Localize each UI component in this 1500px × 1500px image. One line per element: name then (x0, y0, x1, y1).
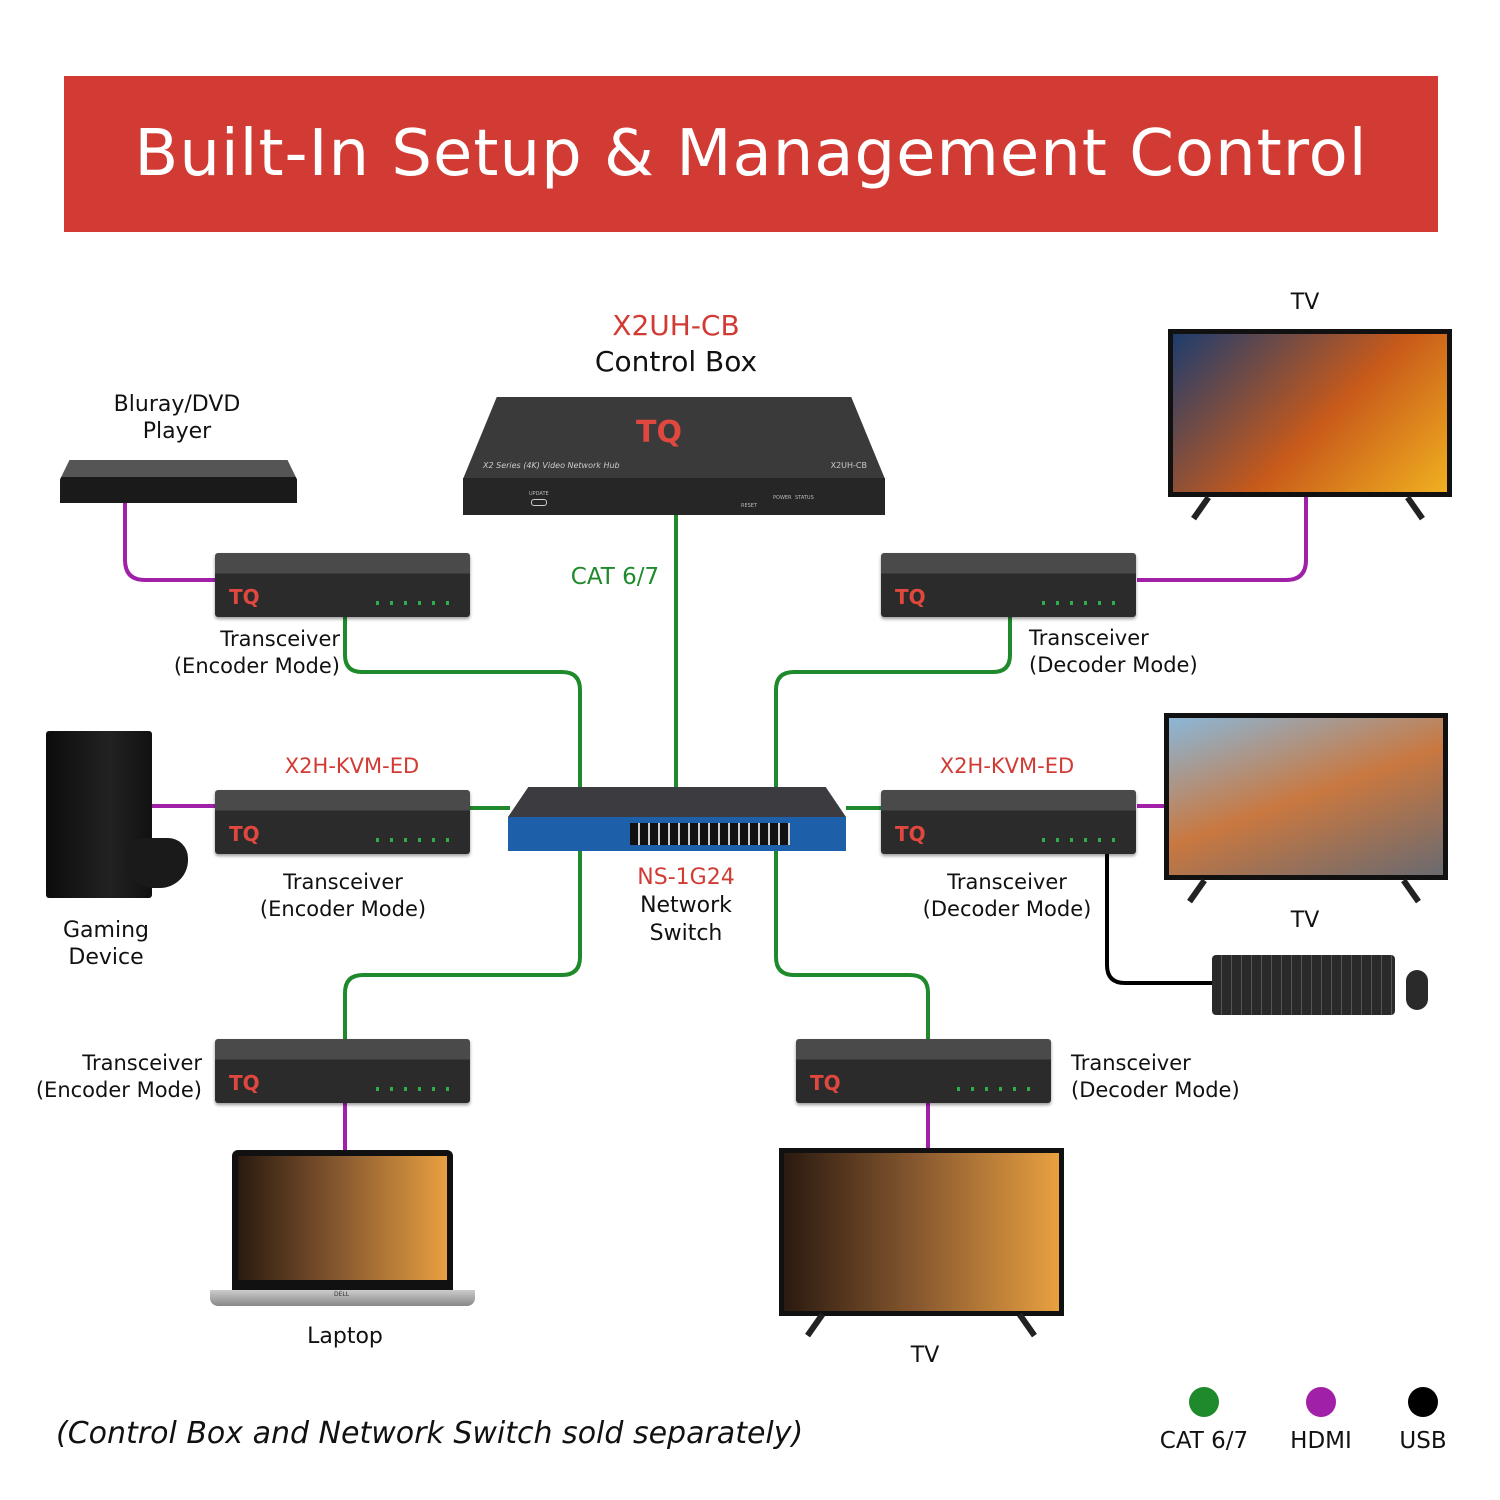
cat-cable-t1 (343, 617, 582, 787)
transceiver-4-label: Transceiver(Decoder Mode) (922, 870, 1092, 921)
keyboard-device (1212, 955, 1395, 1015)
mouse-device (1406, 970, 1428, 1010)
transceiver-encoder-1: TQ (215, 553, 470, 617)
transceiver-1-label: Transceiver(Encoder Mode) (173, 627, 340, 678)
transceiver-2-label: Transceiver(Decoder Mode) (1029, 626, 1198, 677)
switch-name-1: Network (640, 893, 732, 918)
usb-cable-keyboard (1105, 853, 1212, 985)
tv-mid-device (1164, 713, 1448, 880)
laptop-base: DELL (210, 1290, 475, 1306)
switch-model: NS-1G24 (637, 865, 735, 890)
tv-bottom-device (779, 1148, 1064, 1316)
control-box-model: X2UH-CB (612, 309, 740, 342)
panel-model: X2UH-CB (830, 461, 867, 470)
control-box-name: Control Box (594, 345, 758, 378)
cat-cable-t2 (774, 617, 1012, 787)
game-controller-icon (125, 838, 188, 888)
transceiver-3-model: X2H-KVM-ED (284, 754, 420, 778)
panel-text: X2 Series (4K) Video Network Hub (483, 461, 620, 470)
ethernet-ports (630, 823, 790, 845)
cable-label: CAT 6/7 (570, 564, 660, 590)
network-switch-device (508, 787, 846, 851)
update-port-label: UPDATE (529, 491, 549, 497)
transceiver-6-label: Transceiver(Decoder Mode) (1071, 1051, 1240, 1102)
legend-usb-label: USB (1399, 1428, 1447, 1454)
page-title: Built-In Setup & Management Control (134, 117, 1368, 191)
tv-top-device (1168, 329, 1452, 497)
hdmi-cables (123, 497, 1308, 1150)
transceiver-decoder-1: TQ (881, 553, 1136, 617)
cat-cables (343, 515, 1012, 1039)
transceiver-encoder-3: TQ (215, 1039, 470, 1103)
transceiver-decoder-2: TQ (881, 790, 1136, 854)
transceiver-4-model: X2H-KVM-ED (939, 754, 1075, 778)
footnote: (Control Box and Network Switch sold sep… (56, 1416, 804, 1451)
reset-label: RESET (741, 503, 758, 509)
legend-cat-dot (1189, 1387, 1219, 1417)
tv-top-label: TV (1290, 290, 1320, 315)
switch-name-2: Switch (649, 921, 723, 946)
bluray-player-device (60, 460, 297, 503)
tv-mid-label: TV (1290, 908, 1320, 933)
transceiver-encoder-2: TQ (215, 790, 470, 854)
laptop-label: Laptop (307, 1324, 383, 1349)
laptop-device (232, 1150, 453, 1290)
transceiver-3-label: Transceiver(Encoder Mode) (259, 870, 427, 921)
transceiver-5-label: Transceiver(Encoder Mode) (35, 1051, 202, 1102)
hdmi-cable-tv-top (1137, 497, 1308, 582)
legend-hdmi-dot (1306, 1387, 1336, 1417)
power-led-label: POWER (773, 495, 792, 501)
legend-cat-label: CAT 6/7 (1159, 1428, 1249, 1454)
cat-cable-t6 (774, 851, 930, 1039)
usb-port-icon (531, 499, 547, 506)
control-box-device: TQ X2 Series (4K) Video Network Hub X2UH… (463, 397, 885, 515)
status-led-label: STATUS (795, 495, 814, 501)
legend-usb-dot (1408, 1387, 1438, 1417)
brand-logo: TQ (636, 415, 682, 450)
laptop-brand: DELL (334, 1291, 350, 1298)
tv-bottom-label: TV (910, 1343, 940, 1368)
cat-cable-t5 (343, 851, 582, 1039)
hdmi-cable-bluray (123, 503, 215, 582)
legend-hdmi-label: HDMI (1290, 1428, 1352, 1454)
transceiver-decoder-3: TQ (796, 1039, 1051, 1103)
header-banner: Built-In Setup & Management Control (64, 76, 1438, 232)
